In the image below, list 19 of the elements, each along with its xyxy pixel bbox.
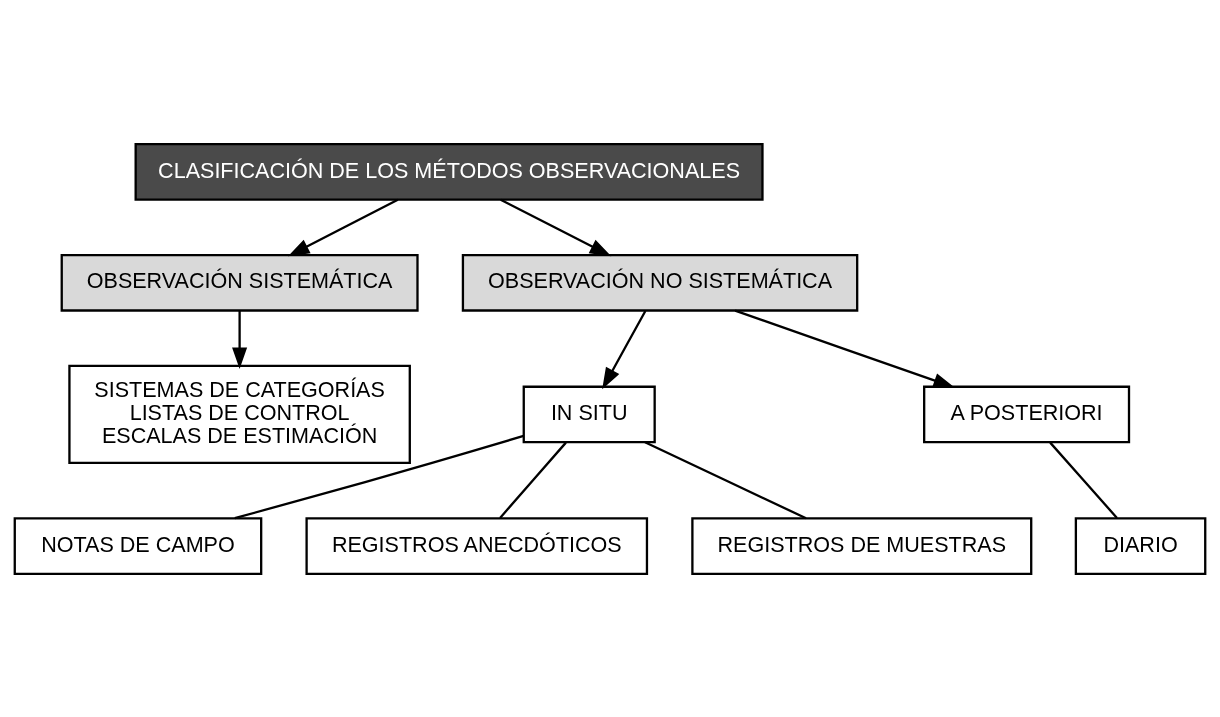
- node-box: REGISTROS DE MUESTRAS: [691, 516, 1033, 575]
- node-box: OBSERVACIÓN SISTEMÁTICA: [60, 253, 419, 312]
- node-box: DIARIO: [1074, 516, 1207, 575]
- arrow: [287, 198, 399, 256]
- arrow: [500, 198, 612, 256]
- node-box: CLASIFICACIÓN DE LOS MÉTODOS OBSERVACIONALES: [134, 142, 764, 201]
- node-box: OBSERVACIÓN NO SISTEMÁTICA: [461, 253, 859, 312]
- node-box: A POSTERIORI: [923, 385, 1131, 443]
- arrow: [602, 309, 647, 389]
- arrow: [734, 309, 955, 388]
- connector: [1049, 441, 1118, 519]
- node-box: IN SITU: [522, 385, 656, 443]
- connector: [499, 441, 567, 519]
- node-box: SISTEMAS DE CATEGORÍAS LISTAS DE CONTROL ESCALAS DE ESTIMACIÓN: [68, 364, 411, 464]
- connector: [234, 434, 524, 519]
- connector: [644, 440, 807, 519]
- node-box: REGISTROS ANECDÓTICOS: [305, 516, 649, 575]
- arrow: [232, 310, 248, 369]
- node-box: NOTAS DE CAMPO: [13, 516, 263, 575]
